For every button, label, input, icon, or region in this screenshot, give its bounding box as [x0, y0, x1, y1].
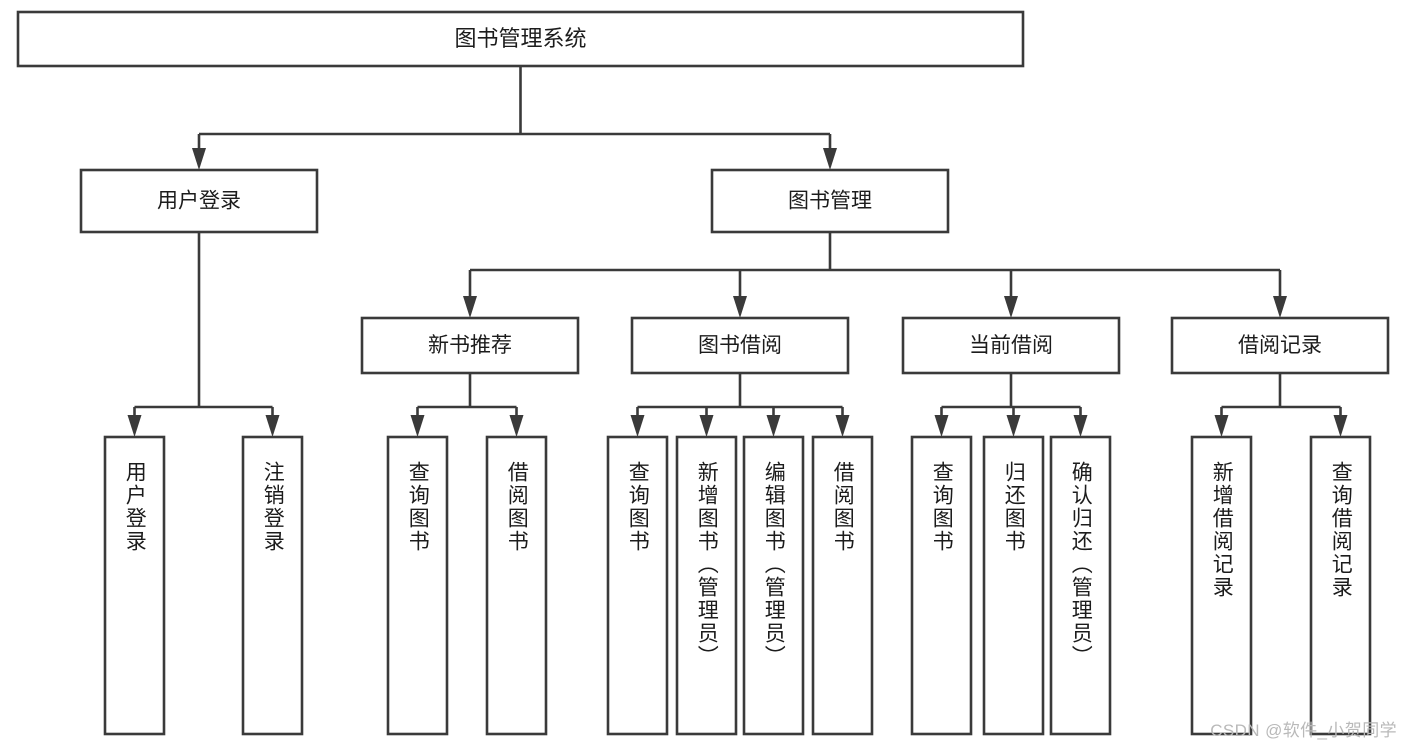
connector-current-borrow-to-current-confirm-return-head — [1073, 415, 1088, 437]
node-box-current-query-book[interactable] — [910, 435, 973, 736]
connector-book-management-to-current-borrow-head — [1004, 296, 1018, 318]
connector-root-to-user-login-head — [192, 148, 206, 170]
node-box-borrow-record[interactable] — [1170, 316, 1390, 375]
node-label-borrow-record: 借阅记录 — [1238, 334, 1322, 357]
node-box-record-add[interactable] — [1190, 435, 1253, 736]
node-label-book-borrow: 图书借阅 — [698, 334, 782, 357]
node-box-current-confirm-return[interactable] — [1049, 435, 1112, 736]
node-box-user-logout-leaf[interactable] — [241, 435, 304, 736]
connector-user-login-to-user-logout-leaf-head — [265, 415, 280, 437]
node-box-root[interactable] — [16, 10, 1025, 68]
connector-book-management-to-book-borrow-head — [733, 296, 747, 318]
connector-root-to-book-management-head — [823, 148, 837, 170]
connector-book-borrow-to-borrow-lend-book-head — [835, 415, 850, 437]
connector-layer — [127, 66, 1348, 437]
node-label-new-book-recommend: 新书推荐 — [428, 334, 512, 357]
connector-new-book-recommend-to-recommend-query-book-head — [410, 415, 425, 437]
connector-new-book-recommend-to-recommend-borrow-book-head — [509, 415, 524, 437]
node-box-layer — [16, 10, 1390, 736]
node-box-current-return-book[interactable] — [982, 435, 1045, 736]
node-box-user-login[interactable] — [79, 168, 319, 234]
connector-book-management-to-borrow-record-head — [1273, 296, 1287, 318]
node-box-recommend-borrow-book[interactable] — [485, 435, 548, 736]
node-label-current-borrow: 当前借阅 — [969, 334, 1053, 357]
node-box-recommend-query-book[interactable] — [386, 435, 449, 736]
connector-borrow-record-to-record-query-head — [1333, 415, 1348, 437]
node-box-borrow-query-book[interactable] — [606, 435, 669, 736]
connector-current-borrow-to-current-return-book-head — [1006, 415, 1021, 437]
node-box-book-borrow[interactable] — [630, 316, 850, 375]
connector-book-borrow-to-borrow-edit-book-head — [766, 415, 781, 437]
node-box-borrow-lend-book[interactable] — [811, 435, 874, 736]
node-label-root: 图书管理系统 — [454, 26, 586, 51]
node-box-borrow-add-book[interactable] — [675, 435, 738, 736]
node-box-borrow-edit-book[interactable] — [742, 435, 805, 736]
connector-borrow-record-to-record-add-head — [1214, 415, 1229, 437]
connector-user-login-to-user-login-leaf-head — [127, 415, 142, 437]
csdn-watermark: CSDN @软件_小贺同学 — [1210, 721, 1397, 740]
node-box-book-management[interactable] — [710, 168, 950, 234]
node-box-current-borrow[interactable] — [901, 316, 1121, 375]
node-box-new-book-recommend[interactable] — [360, 316, 580, 375]
connector-current-borrow-to-current-query-book-head — [934, 415, 949, 437]
node-box-record-query[interactable] — [1309, 435, 1372, 736]
node-label-book-management: 图书管理 — [788, 190, 872, 213]
connector-book-borrow-to-borrow-query-book-head — [630, 415, 645, 437]
connector-book-borrow-to-borrow-add-book-head — [699, 415, 714, 437]
node-box-user-login-leaf[interactable] — [103, 435, 166, 736]
node-label-user-login: 用户登录 — [157, 190, 241, 213]
connector-book-management-to-new-book-recommend-head — [463, 296, 477, 318]
